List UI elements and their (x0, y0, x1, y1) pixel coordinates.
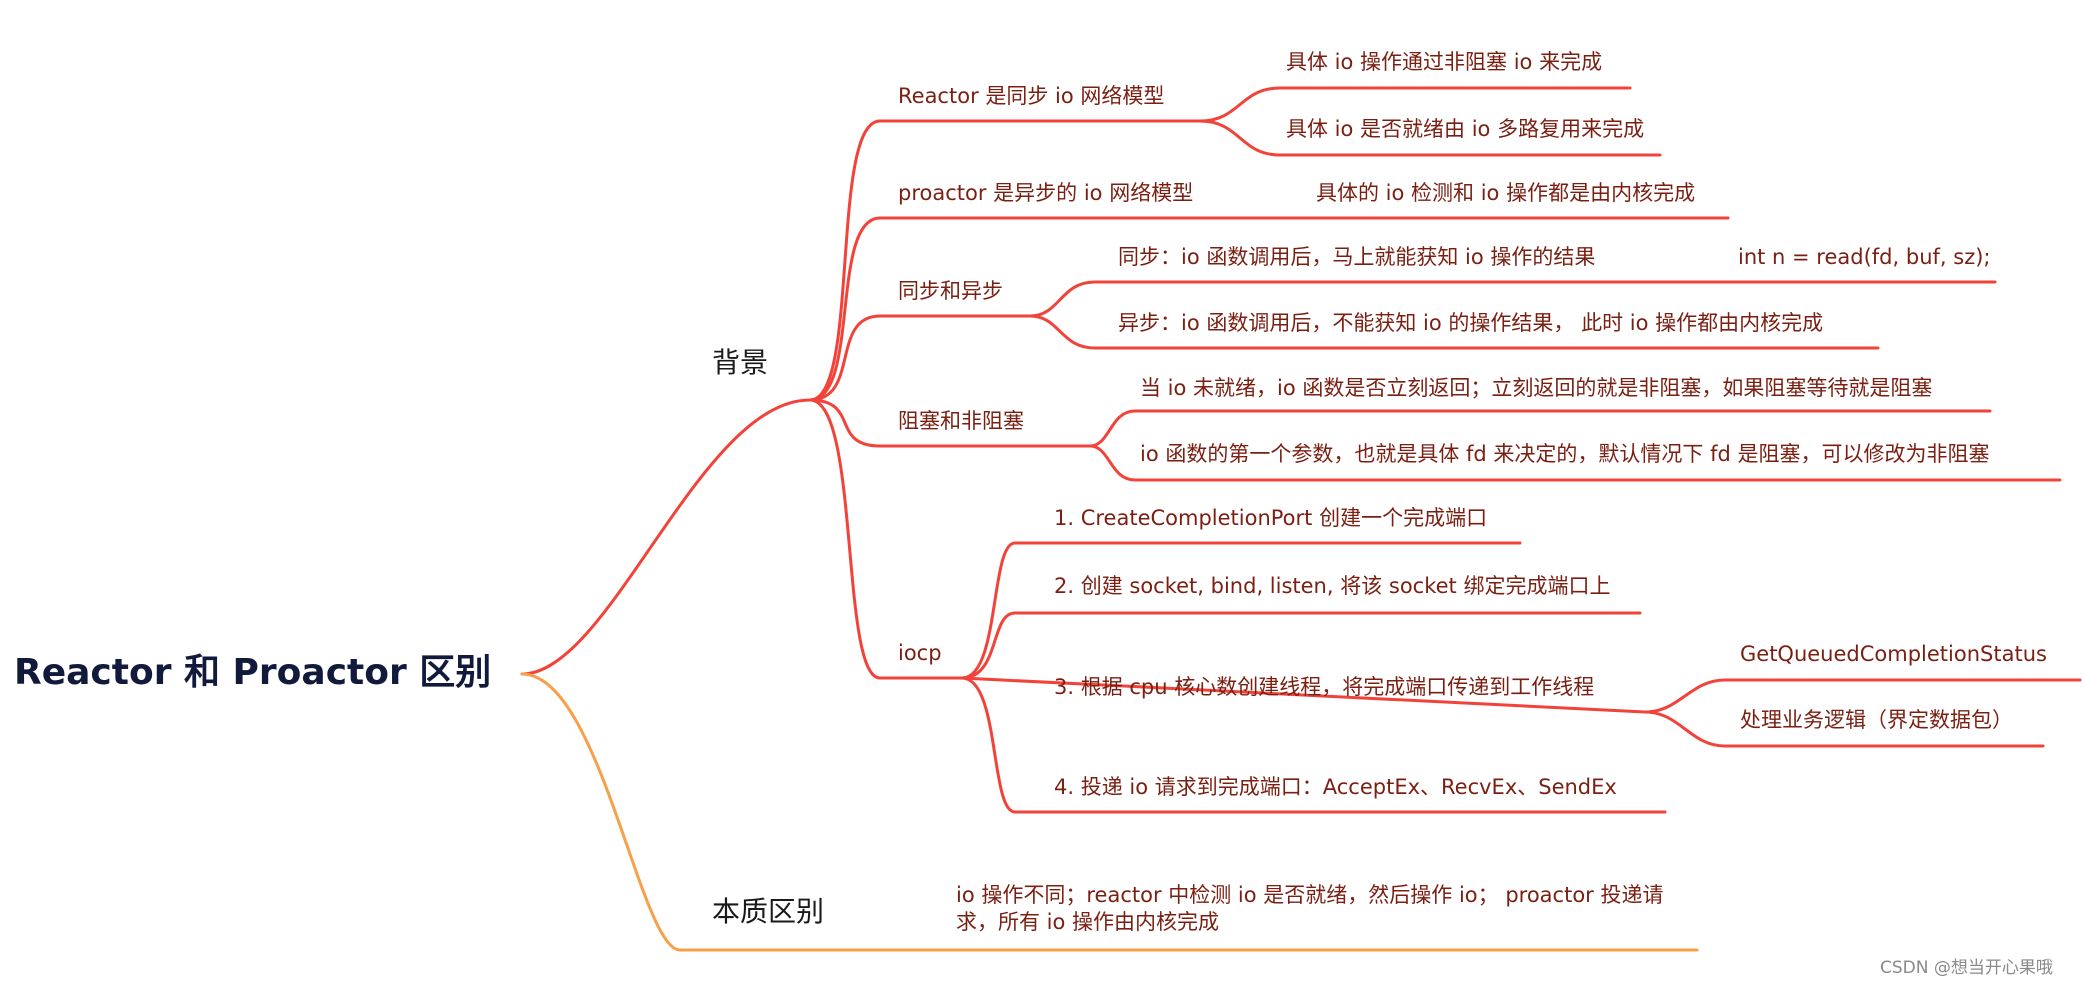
node-reactor-child-1: 具体 io 操作通过非阻塞 io 来完成 (1286, 50, 1603, 74)
edge-background-proactor (808, 216, 1307, 402)
node-iocp: iocp (898, 641, 942, 665)
edge-iocp-step1 (960, 541, 1522, 680)
edge-reactor-child1 (1198, 86, 1632, 123)
edge-iocp-step2 (960, 611, 1642, 680)
edge-root-essence (520, 672, 1699, 952)
edge-background-iocp (808, 398, 964, 680)
node-blocking-child-1: 当 io 未就绪，io 函数是否立刻返回；立刻返回的就是非阻塞，如果阻塞等待就是… (1140, 376, 1933, 400)
node-step3-child-2: 处理业务逻辑（界定数据包） (1740, 708, 2013, 732)
edge-step3-child2 (1643, 710, 2045, 748)
node-blocking-child-2: io 函数的第一个参数，也就是具体 fd 来决定的，默认情况下 fd 是阻塞，可… (1140, 442, 1990, 466)
node-blocking: 阻塞和非阻塞 (898, 409, 1024, 433)
node-iocp-step-2: 2. 创建 socket, bind, listen, 将该 socket 绑定… (1054, 574, 1611, 598)
node-sync: 同步：io 函数调用后，马上就能获知 io 操作的结果 (1118, 245, 1596, 269)
root-title: Reactor 和 Proactor 区别 (14, 652, 492, 693)
node-sync-async: 同步和异步 (898, 279, 1003, 303)
node-reactor: Reactor 是同步 io 网络模型 (898, 84, 1165, 108)
node-proactor: proactor 是异步的 io 网络模型 (898, 181, 1194, 205)
node-background: 背景 (712, 346, 769, 379)
edge-root-background (520, 398, 812, 676)
edge-background-sync (808, 314, 1032, 402)
watermark: CSDN @想当开心果哦 (1880, 958, 2053, 978)
node-proactor-child: 具体的 io 检测和 io 操作都是由内核完成 (1316, 181, 1696, 205)
node-async: 异步：io 函数调用后，不能获知 io 的操作结果， 此时 io 操作都由内核完… (1118, 311, 1824, 335)
edge-sync-sync (1028, 280, 1647, 318)
edge-step3-child1 (1643, 678, 2082, 714)
edge-sync-async (1028, 314, 1880, 350)
node-iocp-step-1: 1. CreateCompletionPort 创建一个完成端口 (1054, 506, 1488, 530)
edge-background-blocking (808, 398, 1092, 448)
node-essence-text: io 操作不同；reactor 中检测 io 是否就绪，然后操作 io； pro… (956, 883, 1664, 935)
node-step3-child-1: GetQueuedCompletionStatus (1740, 642, 2047, 666)
node-iocp-step-3: 3. 根据 cpu 核心数创建线程，将完成端口传递到工作线程 (1054, 675, 1595, 699)
edge-background-reactor (808, 119, 1202, 402)
node-essence: 本质区别 (712, 895, 825, 928)
node-reactor-child-2: 具体 io 是否就绪由 io 多路复用来完成 (1286, 117, 1645, 141)
edge-iocp-step4 (960, 676, 1667, 814)
node-iocp-step-4: 4. 投递 io 请求到完成端口：AcceptEx、RecvEx、SendEx (1054, 775, 1617, 799)
edge-iocp-step3 (960, 676, 1647, 714)
edge-reactor-child2 (1198, 119, 1662, 157)
edge-blocking-child2 (1088, 444, 2062, 482)
edge-blocking-child1 (1088, 409, 1992, 448)
node-sync-example: int n = read(fd, buf, sz); (1738, 245, 1991, 269)
